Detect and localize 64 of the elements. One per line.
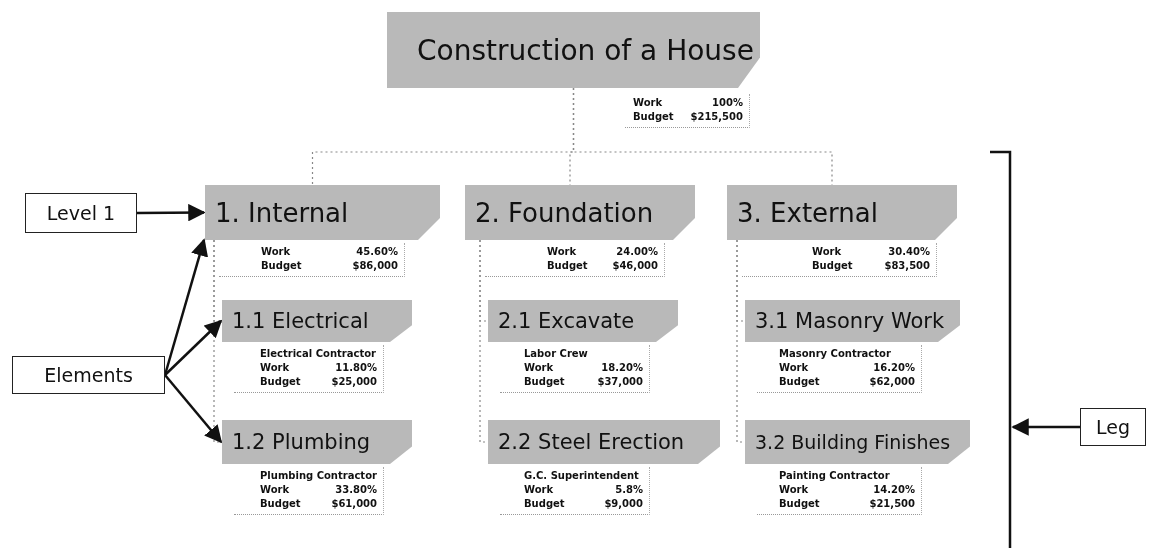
field-value: $86,000	[351, 259, 398, 273]
field-value: $61,000	[330, 497, 377, 511]
field-value: 45.60%	[355, 245, 398, 259]
field-value: 100%	[711, 96, 743, 110]
field-value: 18.20%	[600, 361, 643, 375]
resource-name: Labor Crew	[524, 347, 589, 361]
task-header: 1. Internal	[205, 185, 440, 240]
task-header: 2.1 Excavate	[488, 300, 678, 342]
field-label: Budget	[260, 497, 302, 511]
task-header: 2. Foundation	[465, 185, 695, 240]
field-label: Work	[547, 245, 578, 259]
field-value: $25,000	[330, 375, 377, 389]
field-value: 33.80%	[334, 483, 377, 497]
task-header: 3.2 Building Finishes	[745, 420, 970, 464]
field-label: Work	[260, 361, 291, 375]
resource-name: G.C. Superintendent	[524, 469, 640, 483]
field-value: $46,000	[611, 259, 658, 273]
field-label: Budget	[779, 497, 821, 511]
arrow	[164, 319, 223, 376]
field-value: 5.8%	[614, 483, 643, 497]
field-label: Work	[261, 245, 292, 259]
field-label: Budget	[812, 259, 854, 273]
task-header: 3. External	[727, 185, 957, 240]
task-header: 1.1 Electrical	[222, 300, 412, 342]
field-label: Budget	[547, 259, 589, 273]
field-label: Work	[779, 361, 810, 375]
field-value: $9,000	[603, 497, 643, 511]
field-label: Budget	[524, 497, 566, 511]
arrow	[1011, 418, 1080, 436]
field-value: 11.80%	[334, 361, 377, 375]
field-value: $62,000	[868, 375, 915, 389]
resource-name: Masonry Contractor	[779, 347, 892, 361]
task-header: Construction of a House	[387, 12, 760, 88]
field-label: Work	[524, 483, 555, 497]
arrow	[137, 203, 206, 222]
annotation-label: Elements	[12, 356, 165, 394]
field-value: 14.20%	[872, 483, 915, 497]
field-label: Budget	[260, 375, 302, 389]
annotation-label: Leg	[1080, 408, 1146, 446]
field-label: Work	[633, 96, 664, 110]
task-header: 1.2 Plumbing	[222, 420, 412, 464]
annotation-label: Level 1	[25, 193, 137, 233]
bracket	[990, 150, 1012, 548]
field-value: $83,500	[883, 259, 930, 273]
arrow	[164, 374, 223, 444]
field-label: Budget	[779, 375, 821, 389]
field-value: $215,500	[689, 110, 743, 124]
field-value: $37,000	[596, 375, 643, 389]
field-value: 24.00%	[615, 245, 658, 259]
resource-name: Plumbing Contractor	[260, 469, 377, 483]
field-value: 16.20%	[872, 361, 915, 375]
field-label: Work	[260, 483, 291, 497]
resource-name: Painting Contractor	[779, 469, 891, 483]
field-label: Budget	[633, 110, 675, 124]
field-label: Work	[812, 245, 843, 259]
task-header: 2.2 Steel Erection	[488, 420, 720, 464]
task-header: 3.1 Masonry Work	[745, 300, 960, 342]
field-label: Work	[524, 361, 555, 375]
resource-name: Electrical Contractor	[260, 347, 377, 361]
field-label: Budget	[261, 259, 303, 273]
field-value: $21,500	[868, 497, 915, 511]
field-value: 30.40%	[887, 245, 930, 259]
field-label: Work	[779, 483, 810, 497]
field-label: Budget	[524, 375, 566, 389]
